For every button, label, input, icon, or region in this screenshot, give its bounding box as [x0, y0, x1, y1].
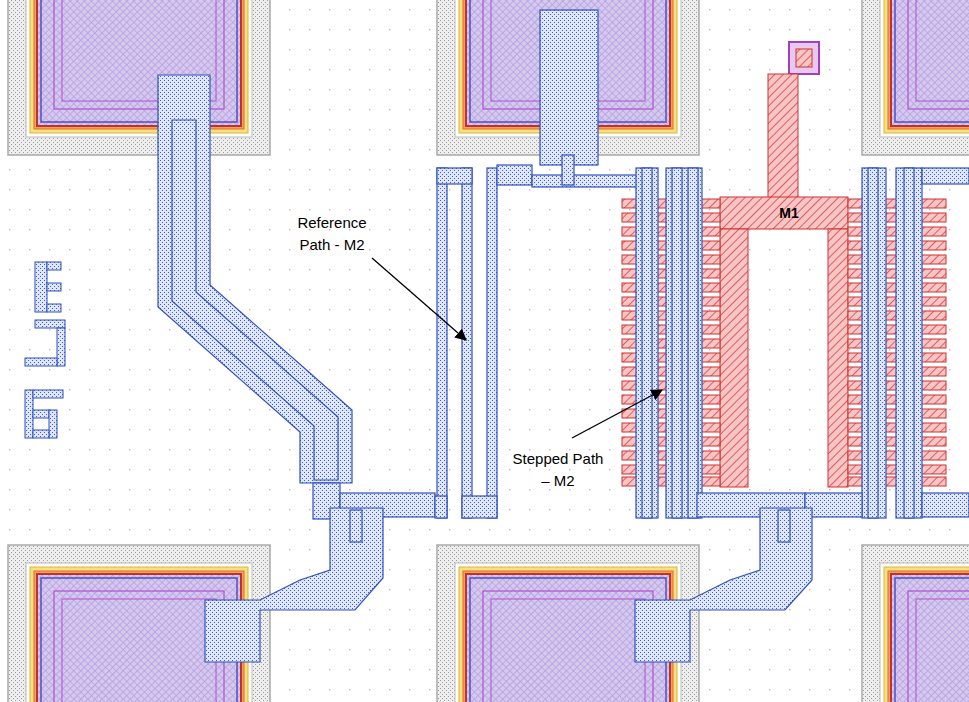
device-name: M1	[772, 205, 806, 221]
callout-label: Reference Path - M2	[284, 212, 380, 256]
callout-label: Stepped Path – M2	[508, 448, 608, 492]
